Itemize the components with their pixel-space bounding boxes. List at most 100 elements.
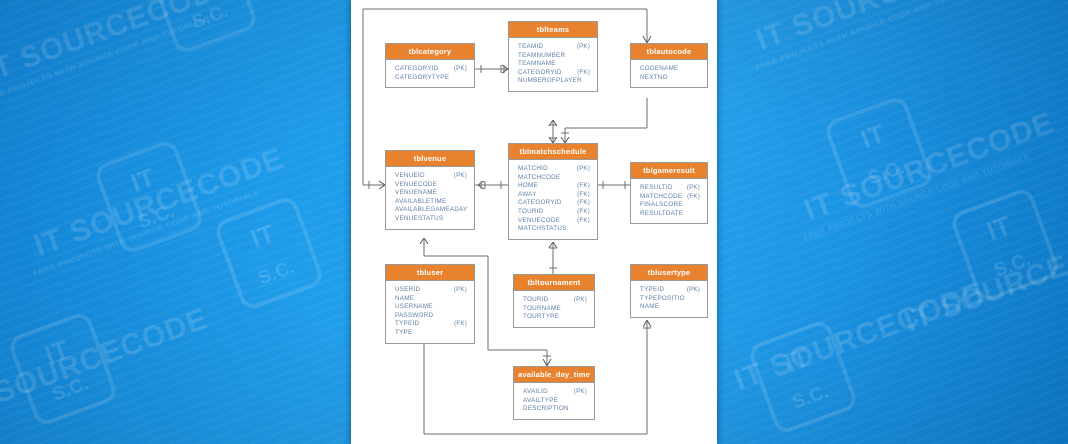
- entity-attribute: TYPEPOSITIO: [640, 295, 700, 304]
- attribute-key-badge: (PK): [453, 172, 467, 179]
- entity-attribute: FINALSCORE: [640, 201, 700, 210]
- attribute-name: TOURTYPE: [523, 313, 560, 321]
- entity-attribute: TOURID (PK): [523, 296, 587, 305]
- attribute-name: PASSWORD: [395, 311, 434, 319]
- attribute-name: USERNAME: [395, 303, 433, 311]
- entity-attribute: MATCHCODE(FK): [640, 193, 700, 202]
- entity-attribute: PASSWORD: [395, 312, 467, 321]
- attribute-name: HOME: [518, 182, 538, 190]
- attribute-name: MATCHCODE: [518, 173, 561, 181]
- attribute-name: NAME: [395, 294, 415, 302]
- attribute-name: AVAILABLETIME: [395, 197, 447, 205]
- entity-attribute: RESULTDATE: [640, 210, 700, 219]
- attribute-name: TEAMNAME: [518, 60, 556, 68]
- attribute-key-badge: (PK): [453, 65, 467, 72]
- entity-attribute: TYPEID (FK): [395, 320, 467, 329]
- attribute-name: NEXTNO: [640, 73, 668, 81]
- attribute-name: TOURID: [523, 296, 549, 303]
- entity-attribute: VENUESTATUS: [395, 215, 467, 224]
- attribute-name: VENUENAME: [395, 189, 438, 197]
- entity-attribute: NAME: [395, 295, 467, 304]
- entity-attribute: AWAY (FK): [518, 191, 590, 200]
- entity-title: tblmatchschedule: [509, 144, 597, 160]
- attribute-key-badge: (FK): [577, 190, 590, 198]
- entity-attribute: AVAILTYPE: [523, 397, 587, 406]
- entity-attribute: TOURID(FK): [518, 208, 590, 217]
- entity-title: tblautocode: [631, 44, 707, 60]
- attribute-name: AVAILID: [523, 388, 548, 395]
- entity-attribute: AVAILID (PK): [523, 388, 587, 397]
- entity-attribute: HOME(FK): [518, 182, 590, 191]
- entity-attribute: TEAMNUMBER: [518, 52, 590, 61]
- attribute-key-badge: (PK): [453, 286, 467, 293]
- entity-attribute: VENUEID(PK): [395, 172, 467, 181]
- entity-attribute: DESCRIPTION: [523, 405, 587, 414]
- attribute-name: TEAMNUMBER: [518, 51, 566, 59]
- attribute-key-badge: (PK): [576, 43, 590, 50]
- entity-attribute: CODENAME: [640, 65, 700, 74]
- entity-attribute: TOURTYPE: [523, 313, 587, 322]
- entity-attribute: CATEGORYID (FK): [518, 199, 590, 208]
- entity-attribute: TYPEID(PK): [640, 286, 700, 295]
- attribute-name: USERID: [395, 286, 421, 293]
- entity-title: tblcategory: [386, 44, 474, 60]
- attribute-key-badge: (PK): [686, 184, 700, 191]
- attribute-name: MATCHSTATUS: [518, 225, 567, 233]
- attribute-name: RESULTID: [640, 184, 673, 191]
- attribute-key-badge: (PK): [686, 286, 700, 293]
- entity-attribute: NAME: [640, 303, 700, 312]
- entity-attribute: TYPE: [395, 329, 467, 338]
- attribute-key-badge: (PK): [573, 388, 587, 395]
- entity-attribute: VENUECODE(FK): [518, 217, 590, 226]
- attribute-key-badge: (FK): [577, 207, 590, 215]
- entity-title: tblgameresult: [631, 163, 707, 179]
- attribute-name: NUMBEROFPLAYER: [518, 77, 582, 85]
- entity-attribute: USERNAME: [395, 303, 467, 312]
- entity-title: available_day_time: [514, 367, 594, 383]
- attribute-name: DESCRIPTION: [523, 405, 569, 413]
- entity-attribute: AVAILABLEGAMEADAY: [395, 206, 467, 215]
- entity-title: tblusertype: [631, 265, 707, 281]
- attribute-name: CATEGORYTYPE: [395, 73, 450, 81]
- attribute-key-badge: (FK): [577, 199, 590, 207]
- attribute-key-badge: (PK): [573, 296, 587, 303]
- entity-attribute: MATCHID(PK): [518, 165, 590, 174]
- entity-attribute-list: CATEGORYID(PK)CATEGORYTYPE: [386, 60, 474, 87]
- entity-attribute: MATCHSTATUS: [518, 225, 590, 234]
- attribute-name: VENUECODE: [518, 216, 561, 224]
- entity-attribute: NEXTNO: [640, 74, 700, 83]
- attribute-key-badge: (FK): [454, 320, 467, 328]
- entity-attribute: MATCHCODE: [518, 174, 590, 183]
- attribute-name: AWAY: [518, 190, 537, 198]
- entity-title: tbltournament: [514, 275, 594, 291]
- attribute-name: CATEGORYID: [518, 199, 562, 207]
- entity-attribute: CATEGORYID(FK): [518, 69, 590, 78]
- entity-title: tblteams: [509, 22, 597, 38]
- attribute-name: TOURNAME: [523, 304, 561, 312]
- attribute-name: AVAILTYPE: [523, 396, 559, 404]
- attribute-key-badge: (FK): [687, 192, 700, 200]
- attribute-name: TYPE: [395, 328, 413, 336]
- attribute-key-badge: (PK): [576, 165, 590, 172]
- attribute-name: TYPEID: [395, 320, 420, 328]
- attribute-name: NAME: [640, 303, 660, 311]
